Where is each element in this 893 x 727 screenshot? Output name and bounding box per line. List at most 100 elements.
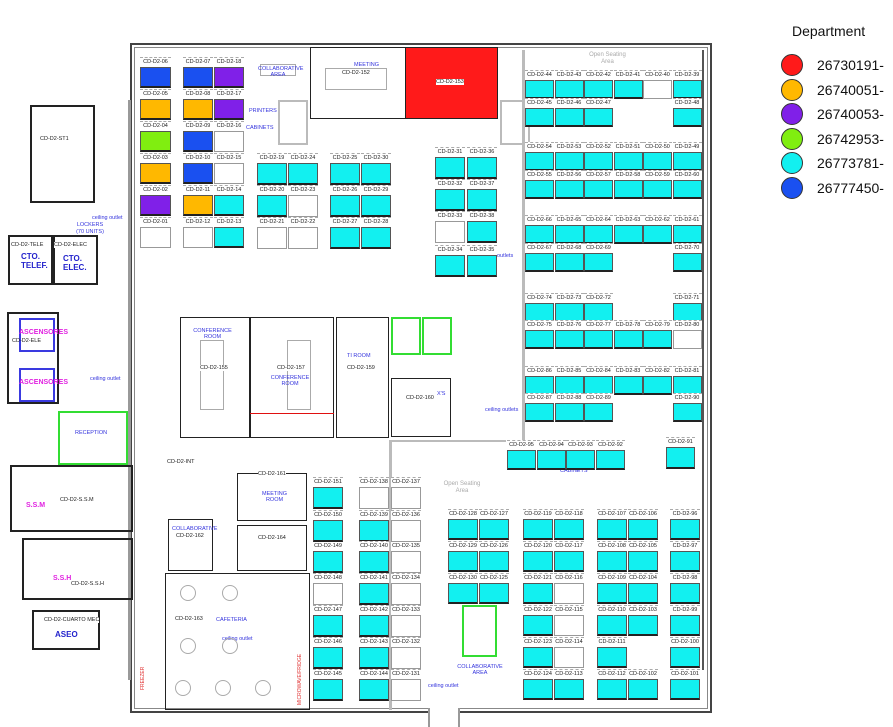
desk[interactable]: CD-D2-29 <box>361 185 391 217</box>
desk[interactable]: CD-D2-35 <box>467 245 497 277</box>
desk[interactable]: CD-D2-116 <box>554 573 584 604</box>
desk[interactable]: CD-D2-33 <box>435 211 465 243</box>
desk[interactable]: CD-D2-101 <box>670 669 700 700</box>
desk[interactable]: CD-D2-91 <box>666 437 695 469</box>
desk[interactable]: CD-D2-131 <box>391 669 421 701</box>
desk[interactable]: CD-D2-111 <box>597 637 627 668</box>
desk[interactable]: CD-D2-109 <box>597 573 627 604</box>
desk[interactable]: CD-D2-87 <box>525 393 554 422</box>
desk[interactable]: CD-D2-50 <box>643 142 672 171</box>
desk[interactable]: CD-D2-104 <box>628 573 658 604</box>
desk[interactable]: CD-D2-122 <box>523 605 553 636</box>
desk[interactable]: CD-D2-96 <box>670 509 700 540</box>
desk[interactable]: CD-D2-11 <box>183 185 213 216</box>
desk[interactable]: CD-D2-18 <box>214 57 244 88</box>
desk[interactable]: CD-D2-90 <box>672 393 702 422</box>
desk[interactable]: CD-D2-134 <box>391 573 421 605</box>
desk[interactable]: CD-D2-133 <box>391 605 421 637</box>
desk[interactable]: CD-D2-143 <box>359 637 389 669</box>
desk[interactable]: CD-D2-37 <box>467 179 497 211</box>
desk[interactable]: CD-D2-123 <box>523 637 553 668</box>
desk[interactable]: CD-D2-51 <box>613 142 643 171</box>
desk[interactable]: CD-D2-106 <box>628 509 658 540</box>
desk[interactable]: CD-D2-135 <box>391 541 421 573</box>
desk[interactable]: CD-D2-07 <box>183 57 213 88</box>
desk[interactable]: CD-D2-129 <box>448 541 478 572</box>
desk[interactable]: CD-D2-08 <box>183 89 213 120</box>
desk[interactable]: CD-D2-03 <box>140 153 171 184</box>
desk[interactable]: CD-D2-46 <box>554 98 584 127</box>
desk[interactable]: CD-D2-57 <box>584 170 613 199</box>
desk[interactable]: CD-D2-05 <box>140 89 171 120</box>
desk[interactable]: CD-D2-149 <box>313 541 343 573</box>
desk[interactable]: CD-D2-95 <box>507 440 536 470</box>
desk[interactable]: CD-D2-147 <box>313 605 343 637</box>
desk[interactable]: CD-D2-93 <box>566 440 595 470</box>
desk[interactable]: CD-D2-10 <box>183 153 213 184</box>
desk[interactable]: CD-D2-74 <box>525 293 554 322</box>
desk[interactable]: CD-D2-72 <box>584 293 613 322</box>
desk[interactable]: CD-D2-83 <box>613 366 643 395</box>
desk[interactable]: CD-D2-60 <box>672 170 702 199</box>
desk[interactable]: CD-D2-36 <box>467 147 497 179</box>
desk[interactable]: CD-D2-55 <box>525 170 554 199</box>
desk[interactable]: CD-D2-79 <box>643 320 672 349</box>
desk[interactable]: CD-D2-62 <box>643 215 672 244</box>
desk[interactable]: CD-D2-32 <box>435 179 465 211</box>
desk[interactable]: CD-D2-09 <box>183 121 213 152</box>
desk[interactable]: CD-D2-140 <box>359 541 389 573</box>
desk[interactable]: CD-D2-26 <box>330 185 360 217</box>
desk[interactable]: CD-D2-44 <box>525 70 554 99</box>
desk[interactable]: CD-D2-81 <box>672 366 702 395</box>
desk[interactable]: CD-D2-21 <box>257 217 287 249</box>
desk[interactable]: CD-D2-108 <box>597 541 627 572</box>
desk[interactable]: CD-D2-47 <box>584 98 613 127</box>
desk[interactable]: CD-D2-78 <box>613 320 643 349</box>
desk[interactable]: CD-D2-119 <box>523 509 553 540</box>
desk[interactable]: CD-D2-103 <box>628 605 658 636</box>
desk[interactable]: CD-D2-34 <box>435 245 465 277</box>
desk[interactable]: CD-D2-126 <box>479 541 509 572</box>
desk[interactable]: CD-D2-52 <box>584 142 613 171</box>
desk[interactable]: CD-D2-69 <box>584 243 613 272</box>
desk[interactable]: CD-D2-67 <box>525 243 554 272</box>
desk[interactable]: CD-D2-41 <box>613 70 643 99</box>
desk[interactable]: CD-D2-86 <box>525 366 554 395</box>
desk[interactable]: CD-D2-17 <box>214 89 244 120</box>
desk[interactable]: CD-D2-56 <box>554 170 584 199</box>
desk[interactable]: CD-D2-98 <box>670 573 700 604</box>
desk[interactable]: CD-D2-77 <box>584 320 613 349</box>
desk[interactable]: CD-D2-48 <box>672 98 702 127</box>
desk[interactable]: CD-D2-146 <box>313 637 343 669</box>
desk[interactable]: CD-D2-19 <box>257 153 287 185</box>
desk[interactable]: CD-D2-112 <box>597 669 627 700</box>
desk[interactable]: CD-D2-142 <box>359 605 389 637</box>
desk[interactable]: CD-D2-28 <box>361 217 391 249</box>
desk[interactable]: CD-D2-02 <box>140 185 171 216</box>
desk[interactable]: CD-D2-76 <box>554 320 584 349</box>
desk[interactable]: CD-D2-12 <box>183 217 213 248</box>
desk[interactable]: CD-D2-145 <box>313 669 343 701</box>
desk[interactable]: CD-D2-110 <box>597 605 627 636</box>
desk[interactable]: CD-D2-84 <box>584 366 613 395</box>
desk[interactable]: CD-D2-85 <box>554 366 584 395</box>
desk[interactable]: CD-D2-141 <box>359 573 389 605</box>
desk[interactable]: CD-D2-71 <box>672 293 702 322</box>
desk[interactable]: CD-D2-04 <box>140 121 171 152</box>
desk[interactable]: CD-D2-148 <box>313 573 343 605</box>
desk[interactable]: CD-D2-66 <box>525 215 554 244</box>
desk[interactable]: CD-D2-64 <box>584 215 613 244</box>
desk[interactable]: CD-D2-128 <box>448 509 478 540</box>
desk[interactable]: CD-D2-30 <box>361 153 391 185</box>
desk[interactable]: CD-D2-132 <box>391 637 421 669</box>
desk[interactable]: CD-D2-39 <box>672 70 702 99</box>
desk[interactable]: CD-D2-94 <box>537 440 566 470</box>
desk[interactable]: CD-D2-06 <box>140 57 171 88</box>
desk[interactable]: CD-D2-130 <box>448 573 478 604</box>
desk[interactable]: CD-D2-13 <box>214 217 244 248</box>
desk[interactable]: CD-D2-38 <box>467 211 497 243</box>
desk[interactable]: CD-D2-89 <box>584 393 613 422</box>
desk[interactable]: CD-D2-63 <box>613 215 643 244</box>
desk[interactable]: CD-D2-88 <box>554 393 584 422</box>
desk[interactable]: CD-D2-73 <box>554 293 584 322</box>
